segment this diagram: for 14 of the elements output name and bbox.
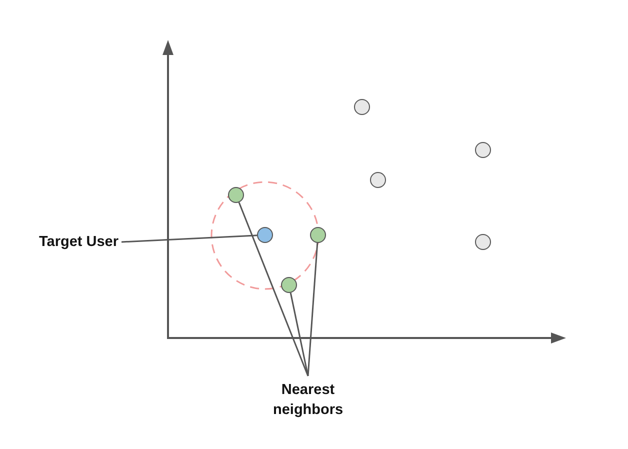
leader-line bbox=[290, 292, 309, 376]
data-point bbox=[475, 142, 491, 158]
neighbor-point bbox=[281, 277, 297, 293]
leader-line bbox=[121, 234, 258, 243]
leader-line bbox=[307, 242, 318, 376]
data-point bbox=[370, 172, 386, 188]
data-point bbox=[475, 234, 491, 250]
target-point bbox=[257, 227, 273, 243]
data-point bbox=[354, 99, 370, 115]
neighbor-point bbox=[310, 227, 326, 243]
target-user-label: Target User bbox=[39, 232, 119, 252]
nearest-neighbors-label: Nearest neighbors bbox=[273, 380, 343, 420]
leader-line bbox=[238, 202, 309, 376]
neighbor-point bbox=[228, 187, 244, 203]
